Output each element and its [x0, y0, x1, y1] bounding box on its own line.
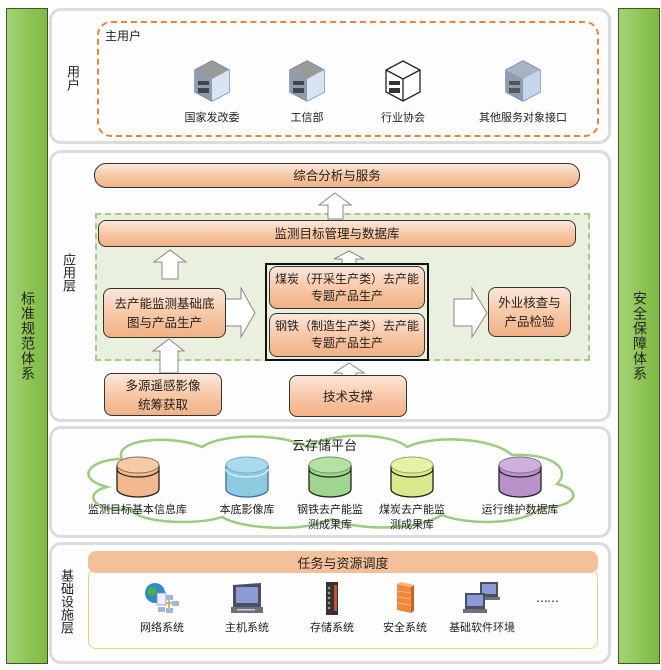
infra-item-label: 存储系统: [310, 621, 354, 634]
infra-item-label: 网络系统: [140, 621, 184, 634]
standards-system-bar: 标准规范体系: [6, 8, 48, 664]
building-icon: [385, 60, 421, 102]
user-item-industry-association: 行业协会: [348, 59, 458, 125]
security-system-label: 安全保障体系: [631, 291, 647, 381]
basemap-production-label: 去产能监测基础底图与产品生产: [114, 296, 215, 330]
network-icon: [145, 583, 179, 613]
user-item-other-services: 其他服务对象接口: [458, 59, 588, 125]
user-item-ndrc: 国家发改委: [157, 59, 267, 125]
user-layer-label: 用户: [64, 65, 79, 91]
infra-item-label: 基础软件环境: [449, 621, 515, 634]
arrow-right-basemap-to-thematic: [223, 286, 256, 339]
cloud-storage-title: 云存储平台: [292, 439, 358, 454]
db-operations-maintenance: 运行维护数据库: [470, 455, 570, 517]
infrastructure-layer-label: 基础设施层: [58, 569, 73, 634]
firewall-icon: [396, 582, 414, 613]
imagery-acquisition-label: 多源遥感影像统筹获取: [125, 377, 201, 412]
user-item-label: 工信部: [290, 111, 324, 124]
infra-item-security: 安全系统: [365, 581, 445, 635]
main-users-group: 主用户: [97, 21, 599, 137]
coal-thematic-label: 煤炭（开采生产类）去产能专题产品生产: [274, 271, 419, 303]
field-check-box: 外业核查与产品检验: [488, 287, 571, 337]
db-label: 监测目标基本信息库: [88, 503, 187, 516]
task-scheduling-header: 任务与资源调度: [88, 551, 598, 573]
cloud-shape: [87, 434, 575, 530]
analysis-service-label: 综合分析与服务: [293, 168, 381, 183]
building-icon: [289, 60, 325, 102]
database-cylinder-icon: [225, 456, 269, 498]
user-item-label: 国家发改委: [184, 111, 240, 124]
task-scheduling-label: 任务与资源调度: [297, 556, 389, 572]
user-layer: 用户 主用户 国家发改委 工信部 行业协会: [49, 8, 611, 144]
storage-rack-icon: [326, 582, 338, 615]
database-cylinder-icon: [308, 456, 352, 498]
user-item-label: 其他服务对象接口: [479, 111, 567, 124]
main-users-title: 主用户: [105, 29, 142, 43]
infra-item-label: 安全系统: [383, 621, 427, 634]
database-cylinder-icon: [115, 456, 160, 498]
more-items-ellipsis: ……: [536, 591, 559, 605]
target-database-box: 监测目标管理与数据库: [98, 220, 576, 247]
imagery-acquisition-box: 多源遥感影像统筹获取: [104, 373, 222, 416]
infra-item-base-software: 基础软件环境: [432, 581, 532, 635]
infra-item-storage: 存储系统: [292, 581, 372, 635]
tech-support-label: 技术支撑: [322, 388, 373, 404]
user-item-label: 行业协会: [381, 111, 425, 124]
db-monitoring-target-info: 监测目标基本信息库: [80, 455, 195, 517]
steel-thematic-box: 钢铁（制造生产类）去产能专题产品生产: [269, 313, 425, 357]
flow-arrows: [151, 192, 488, 379]
application-layer: 应用层 综合分析与服务 监测目标管理与数据库: [49, 150, 611, 422]
basemap-production-box: 去产能监测基础底图与产品生产: [103, 288, 226, 338]
infra-item-network: 网络系统: [122, 581, 202, 635]
field-check-label: 外业核查与产品检验: [498, 295, 561, 329]
infrastructure-layer: 基础设施层 任务与资源调度 网络系统 主机系统: [49, 542, 611, 664]
security-system-bar: 安全保障体系: [618, 8, 660, 664]
coal-thematic-box: 煤炭（开采生产类）去产能专题产品生产: [269, 266, 425, 309]
cloud-storage-layer: 云存储平台 监测目标基本信息库 本底影像库 钢铁去产能监测成果库 煤炭去产能: [49, 426, 611, 538]
arrow-up-basemap-to-db: [152, 249, 188, 280]
target-database-label: 监测目标管理与数据库: [274, 226, 400, 241]
database-cylinder-icon: [390, 456, 434, 498]
standards-system-label: 标准规范体系: [19, 291, 35, 381]
arrow-up-imagery-to-basemap: [151, 338, 186, 374]
analysis-service-box: 综合分析与服务: [94, 163, 580, 188]
db-baseline-imagery: 本底影像库: [207, 455, 287, 517]
db-steel-results: 钢铁去产能监测成果库: [290, 455, 370, 532]
steel-thematic-label: 钢铁（制造生产类）去产能专题产品生产: [274, 319, 419, 350]
user-item-miit: 工信部: [252, 59, 362, 125]
workstations-icon: [463, 582, 500, 613]
db-label: 本底影像库: [219, 503, 275, 516]
database-cylinder-icon: [498, 456, 542, 498]
computer-icon: [231, 583, 263, 613]
db-label: 运行维护数据库: [481, 503, 559, 516]
infra-item-host: 主机系统: [207, 581, 287, 635]
arrow-up-to-analysis: [317, 192, 353, 220]
building-icon: [505, 60, 541, 102]
tech-support-box: 技术支撑: [289, 375, 407, 417]
building-icon: [194, 60, 230, 102]
infra-item-label: 主机系统: [225, 621, 269, 634]
db-label: 钢铁去产能监测成果库: [297, 503, 363, 531]
application-layer-label: 应用层: [60, 253, 75, 292]
db-label: 煤炭去产能监测成果库: [379, 503, 445, 531]
db-coal-results: 煤炭去产能监测成果库: [372, 455, 452, 532]
arrow-right-thematic-to-fieldcheck: [453, 286, 488, 339]
